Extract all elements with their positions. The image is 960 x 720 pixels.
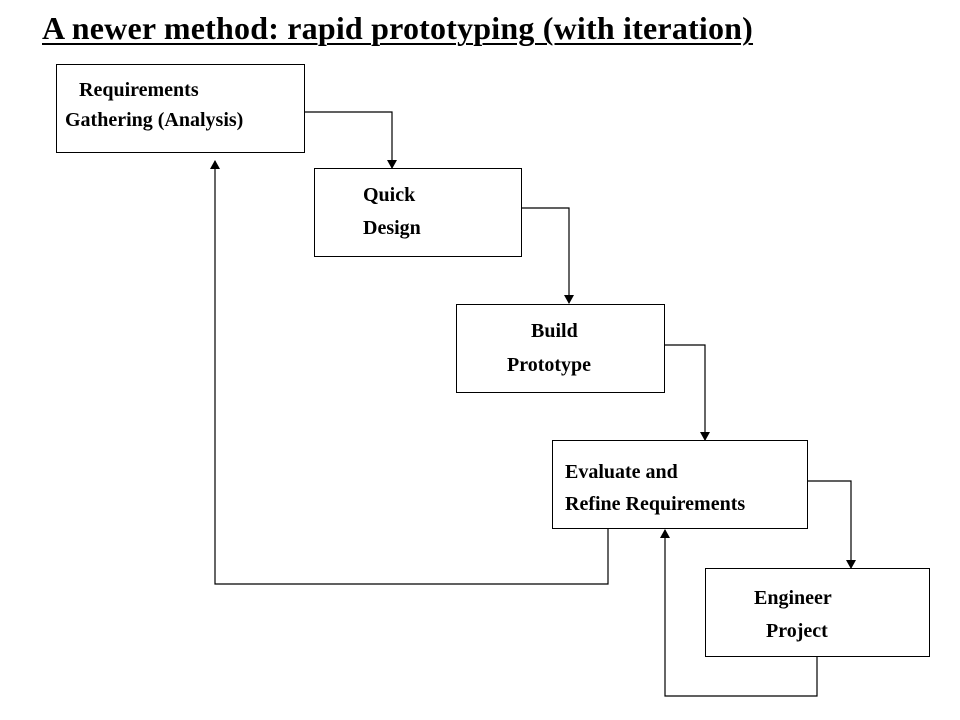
loop-evaluate-to-requirements [214,161,609,585]
step-label-line2: Prototype [507,354,592,376]
arrowhead-evaluate-loop [660,529,670,538]
arrow-evaluate-to-engineer [808,480,852,568]
arrowhead-evaluate [700,432,710,441]
step-label-line1: Evaluate and [565,461,678,483]
arrowhead-quick-design [387,160,397,169]
step-label-line1: Quick [363,184,416,206]
step-label-line2: Gathering (Analysis) [65,109,244,131]
step-label-line2: Refine Requirements [565,493,746,515]
step-label-line1: Build [531,320,578,342]
arrowhead-build-prototype [564,295,574,304]
step-build-prototype: Build Prototype [456,304,665,393]
arrow-requirements-to-quick-design [305,111,393,168]
step-engineer-project: Engineer Project [705,568,930,657]
step-requirements-gathering: Requirements Gathering (Analysis) [56,64,305,153]
step-quick-design: Quick Design [314,168,522,257]
arrowhead-engineer [846,560,856,569]
arrow-quick-design-to-build [521,207,570,303]
step-label-line1: Engineer [754,587,832,609]
step-label-line1: Requirements [79,79,199,101]
loop-engineer-to-evaluate [664,530,818,697]
diagram-title: A newer method: rapid prototyping (with … [42,10,754,46]
arrowhead-requirements [210,160,220,169]
step-evaluate-refine: Evaluate and Refine Requirements [552,440,808,529]
arrow-build-to-evaluate [664,344,706,440]
step-label-line2: Project [766,620,828,642]
step-label-line2: Design [363,217,421,239]
